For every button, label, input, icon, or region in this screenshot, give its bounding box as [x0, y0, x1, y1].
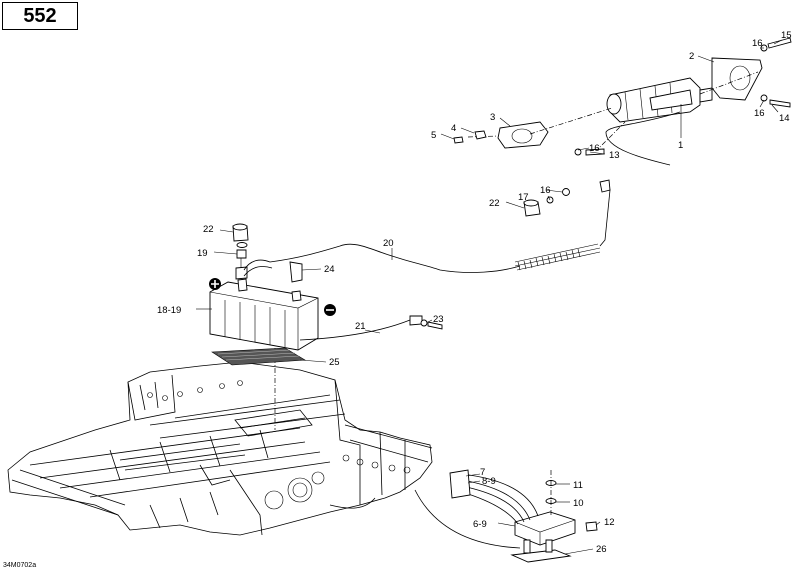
drawing-code: 34M0702a [3, 562, 37, 569]
callout-4: 4 [451, 123, 456, 134]
callout-5: 5 [431, 130, 436, 141]
callout-25: 25 [329, 357, 340, 368]
callout-17: 17 [518, 192, 529, 203]
callout-8-9: 8-9 [482, 476, 496, 487]
callout-15: 15 [781, 30, 792, 41]
callout-23: 23 [433, 314, 444, 325]
callout-11: 11 [573, 480, 583, 491]
callout-16: 16 [589, 143, 600, 154]
callout-labels: 1 2 3 4 5 6-9 7 8-9 10 11 12 13 14 15 16… [157, 30, 792, 555]
starter-solenoid [449, 469, 598, 563]
nut-5 [453, 136, 464, 144]
callout-19: 19 [197, 248, 208, 259]
battery-cables [232, 223, 601, 341]
callout-3: 3 [490, 112, 495, 123]
callout-2: 2 [689, 51, 694, 62]
callout-1: 1 [678, 140, 683, 151]
callout-20: 20 [383, 238, 394, 249]
page-number: 552 [23, 4, 57, 27]
callout-10: 10 [573, 498, 584, 509]
callout-7: 7 [480, 467, 485, 478]
callout-12: 12 [604, 517, 615, 528]
bolt-15 [760, 37, 792, 52]
leader-lines [196, 39, 783, 555]
page-number-box: 552 [2, 2, 78, 30]
callout-21: 21 [355, 321, 366, 332]
positive-terminal-icon [209, 278, 221, 290]
nut-4 [474, 130, 487, 140]
callout-13: 13 [609, 150, 620, 161]
bolt-14 [760, 94, 791, 108]
callout-26: 26 [596, 544, 607, 555]
callout-22: 22 [203, 224, 214, 235]
callout-6-9: 6-9 [473, 519, 487, 530]
chassis-frame [7, 361, 521, 549]
starter-assembly [453, 37, 792, 247]
callout-14: 14 [779, 113, 790, 124]
battery-pad [211, 347, 306, 366]
battery [209, 278, 319, 351]
callout-16: 16 [752, 38, 763, 49]
callout-16: 16 [754, 108, 765, 119]
callout-22: 22 [489, 198, 500, 209]
callout-18-19: 18-19 [157, 305, 181, 316]
callout-24: 24 [324, 264, 335, 275]
callout-16: 16 [540, 185, 551, 196]
bolt-13 [574, 148, 605, 156]
negative-terminal-icon [324, 304, 336, 316]
